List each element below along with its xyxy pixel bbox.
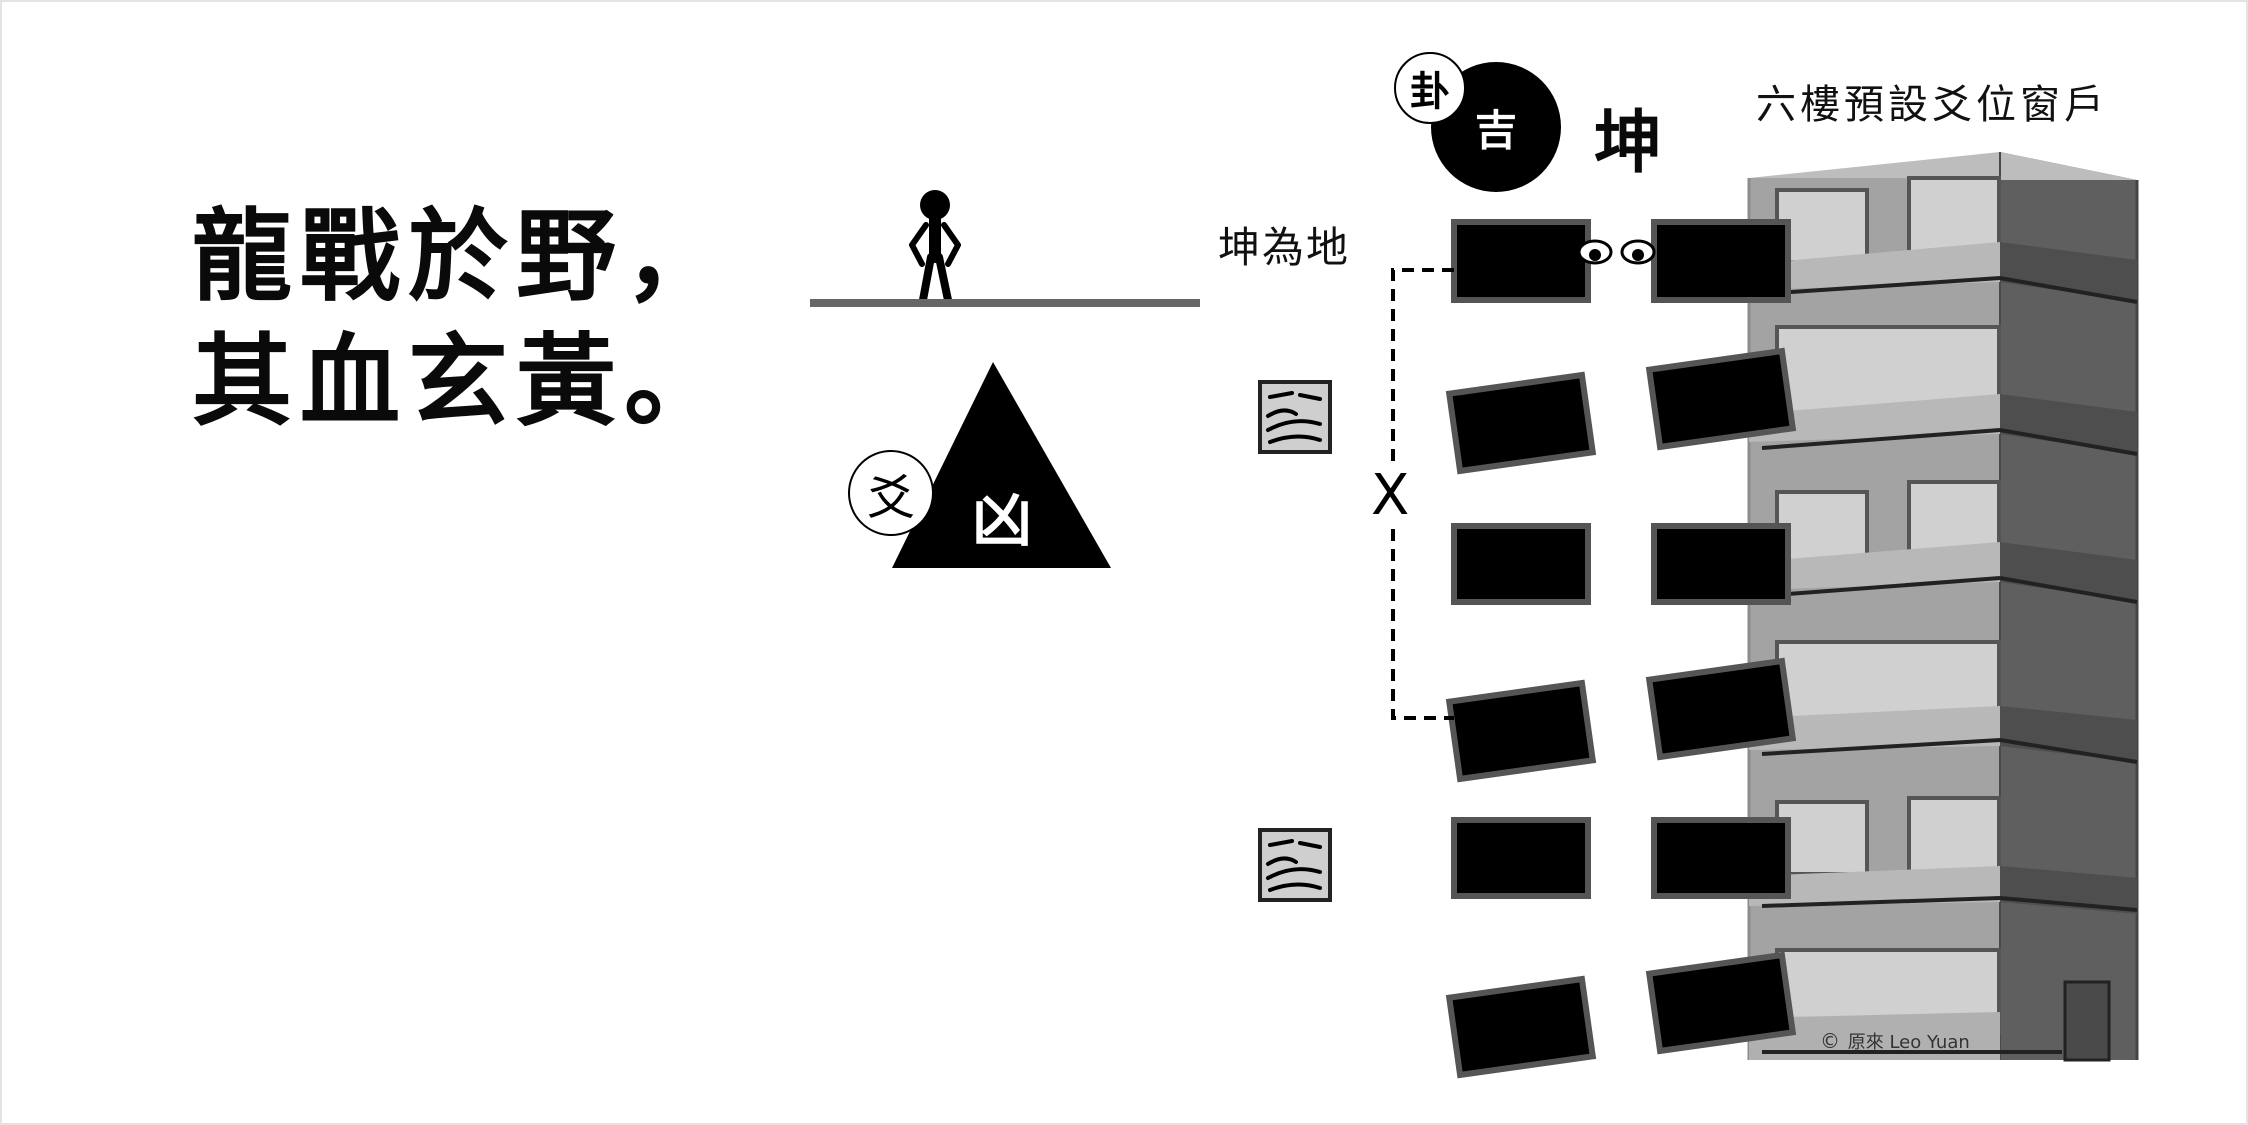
yao-window-5-left — [1445, 371, 1597, 475]
gua-name: 坤 — [1594, 104, 1663, 183]
xiong-triangle — [892, 362, 1111, 568]
yao-window-4-left — [1451, 523, 1591, 605]
copyright-icon: © — [1820, 1029, 1840, 1053]
building-front — [1749, 178, 2000, 1060]
kun-trigram-icon — [1258, 380, 1332, 454]
yao-window-1-right — [1645, 951, 1797, 1055]
watermark: © 原來 Leo Yuan — [1820, 1028, 1970, 1054]
poem-line-2: 其血玄黃。 — [192, 323, 732, 440]
yao-window-3-right — [1645, 657, 1797, 761]
yao-window-1-left — [1445, 975, 1597, 1079]
poem-line-1: 龍戰於野， — [192, 198, 732, 315]
xiong-label: 凶 — [972, 486, 1032, 556]
gua-badge: 卦 — [1394, 52, 1466, 124]
ground-line — [810, 299, 1200, 307]
yao-window-2-right — [1651, 817, 1791, 899]
kun-trigram-icon — [1258, 828, 1332, 902]
building-roof — [1749, 152, 2137, 180]
watermark-text: 原來 Leo Yuan — [1847, 1032, 1970, 1053]
building — [1747, 152, 2139, 1062]
gua-full-name: 坤為地 — [1218, 223, 1351, 272]
person-icon — [909, 190, 961, 304]
cross-mark: X — [1371, 463, 1410, 528]
eyes-icon — [1577, 239, 1656, 265]
yao-window-5-right — [1645, 347, 1797, 451]
building-side — [2000, 152, 2137, 1060]
ji-label: 吉 — [1474, 105, 1517, 155]
yao-window-2-left — [1451, 817, 1591, 899]
yao-window-6-right — [1651, 219, 1791, 303]
yao-window-3-left — [1445, 679, 1597, 783]
building-door — [2063, 980, 2111, 1062]
yao-window-4-right — [1651, 523, 1791, 605]
yao-windows — [1445, 219, 1797, 1079]
yao-window-6-left — [1451, 219, 1591, 303]
building-caption: 六樓預設爻位窗戶 — [1756, 82, 2108, 128]
yao-badge: 爻 — [848, 450, 934, 536]
